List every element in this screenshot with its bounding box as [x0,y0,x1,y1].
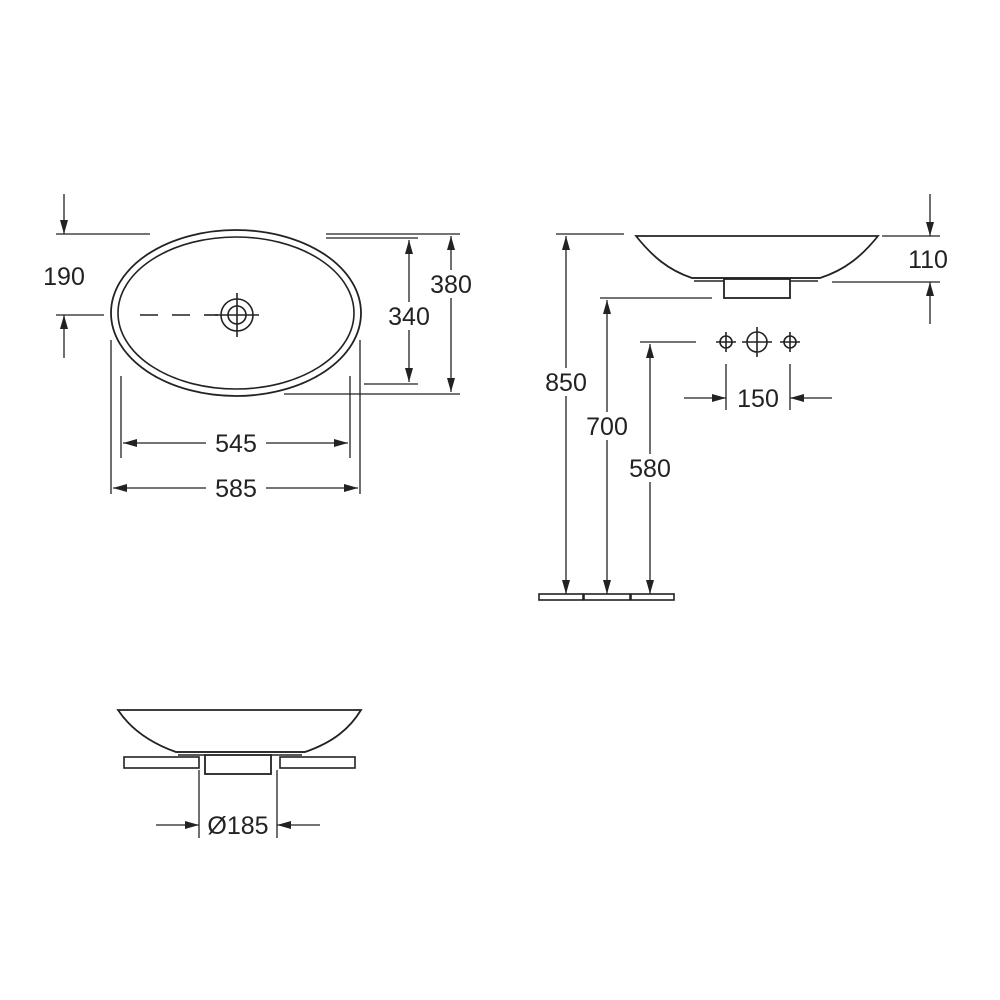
dim-580-label: 580 [629,455,671,483]
front-waste-outlet [204,754,272,775]
dim-580: 580 [622,341,696,594]
dim-340-label: 340 [388,303,430,331]
dim-585: 585 [110,340,361,503]
dim-190: 190 [43,194,150,358]
tap-hole-left-icon [716,332,736,352]
tap-hole-right-icon [780,332,800,352]
dim-150: 150 [684,364,832,413]
countertop-right [279,756,356,769]
tap-holes [716,327,800,357]
dim-185: Ø185 [156,770,320,840]
dim-185-label: Ø185 [207,812,268,840]
dim-545-label: 545 [215,430,257,458]
front-basin-body [116,709,363,753]
dim-110-label: 110 [908,246,948,274]
side-floor [538,593,675,601]
dim-700: 700 [579,297,712,594]
drain-icon [215,293,259,337]
dim-340: 340 [326,237,436,385]
dim-545: 545 [120,376,351,458]
basin-outer-rim [110,229,362,397]
dim-850: 850 [538,233,624,594]
top-view: 190 340 380 54 [43,194,478,503]
side-basin-body [634,235,880,279]
side-waste-outlet [723,278,791,299]
dim-150-label: 150 [737,385,779,413]
tap-hole-center-icon [742,327,772,357]
dim-190-label: 190 [43,263,85,291]
dim-380: 380 [284,233,478,395]
basin-inner-bowl [117,236,355,390]
dim-380-label: 380 [430,271,472,299]
dim-850-label: 850 [545,369,587,397]
dim-700-label: 700 [586,413,628,441]
countertop-left [123,756,200,769]
dim-585-label: 585 [215,475,257,503]
dim-110: 110 [832,194,948,324]
front-view: Ø185 [116,709,363,840]
side-view: 110 850 700 580 [538,194,948,601]
